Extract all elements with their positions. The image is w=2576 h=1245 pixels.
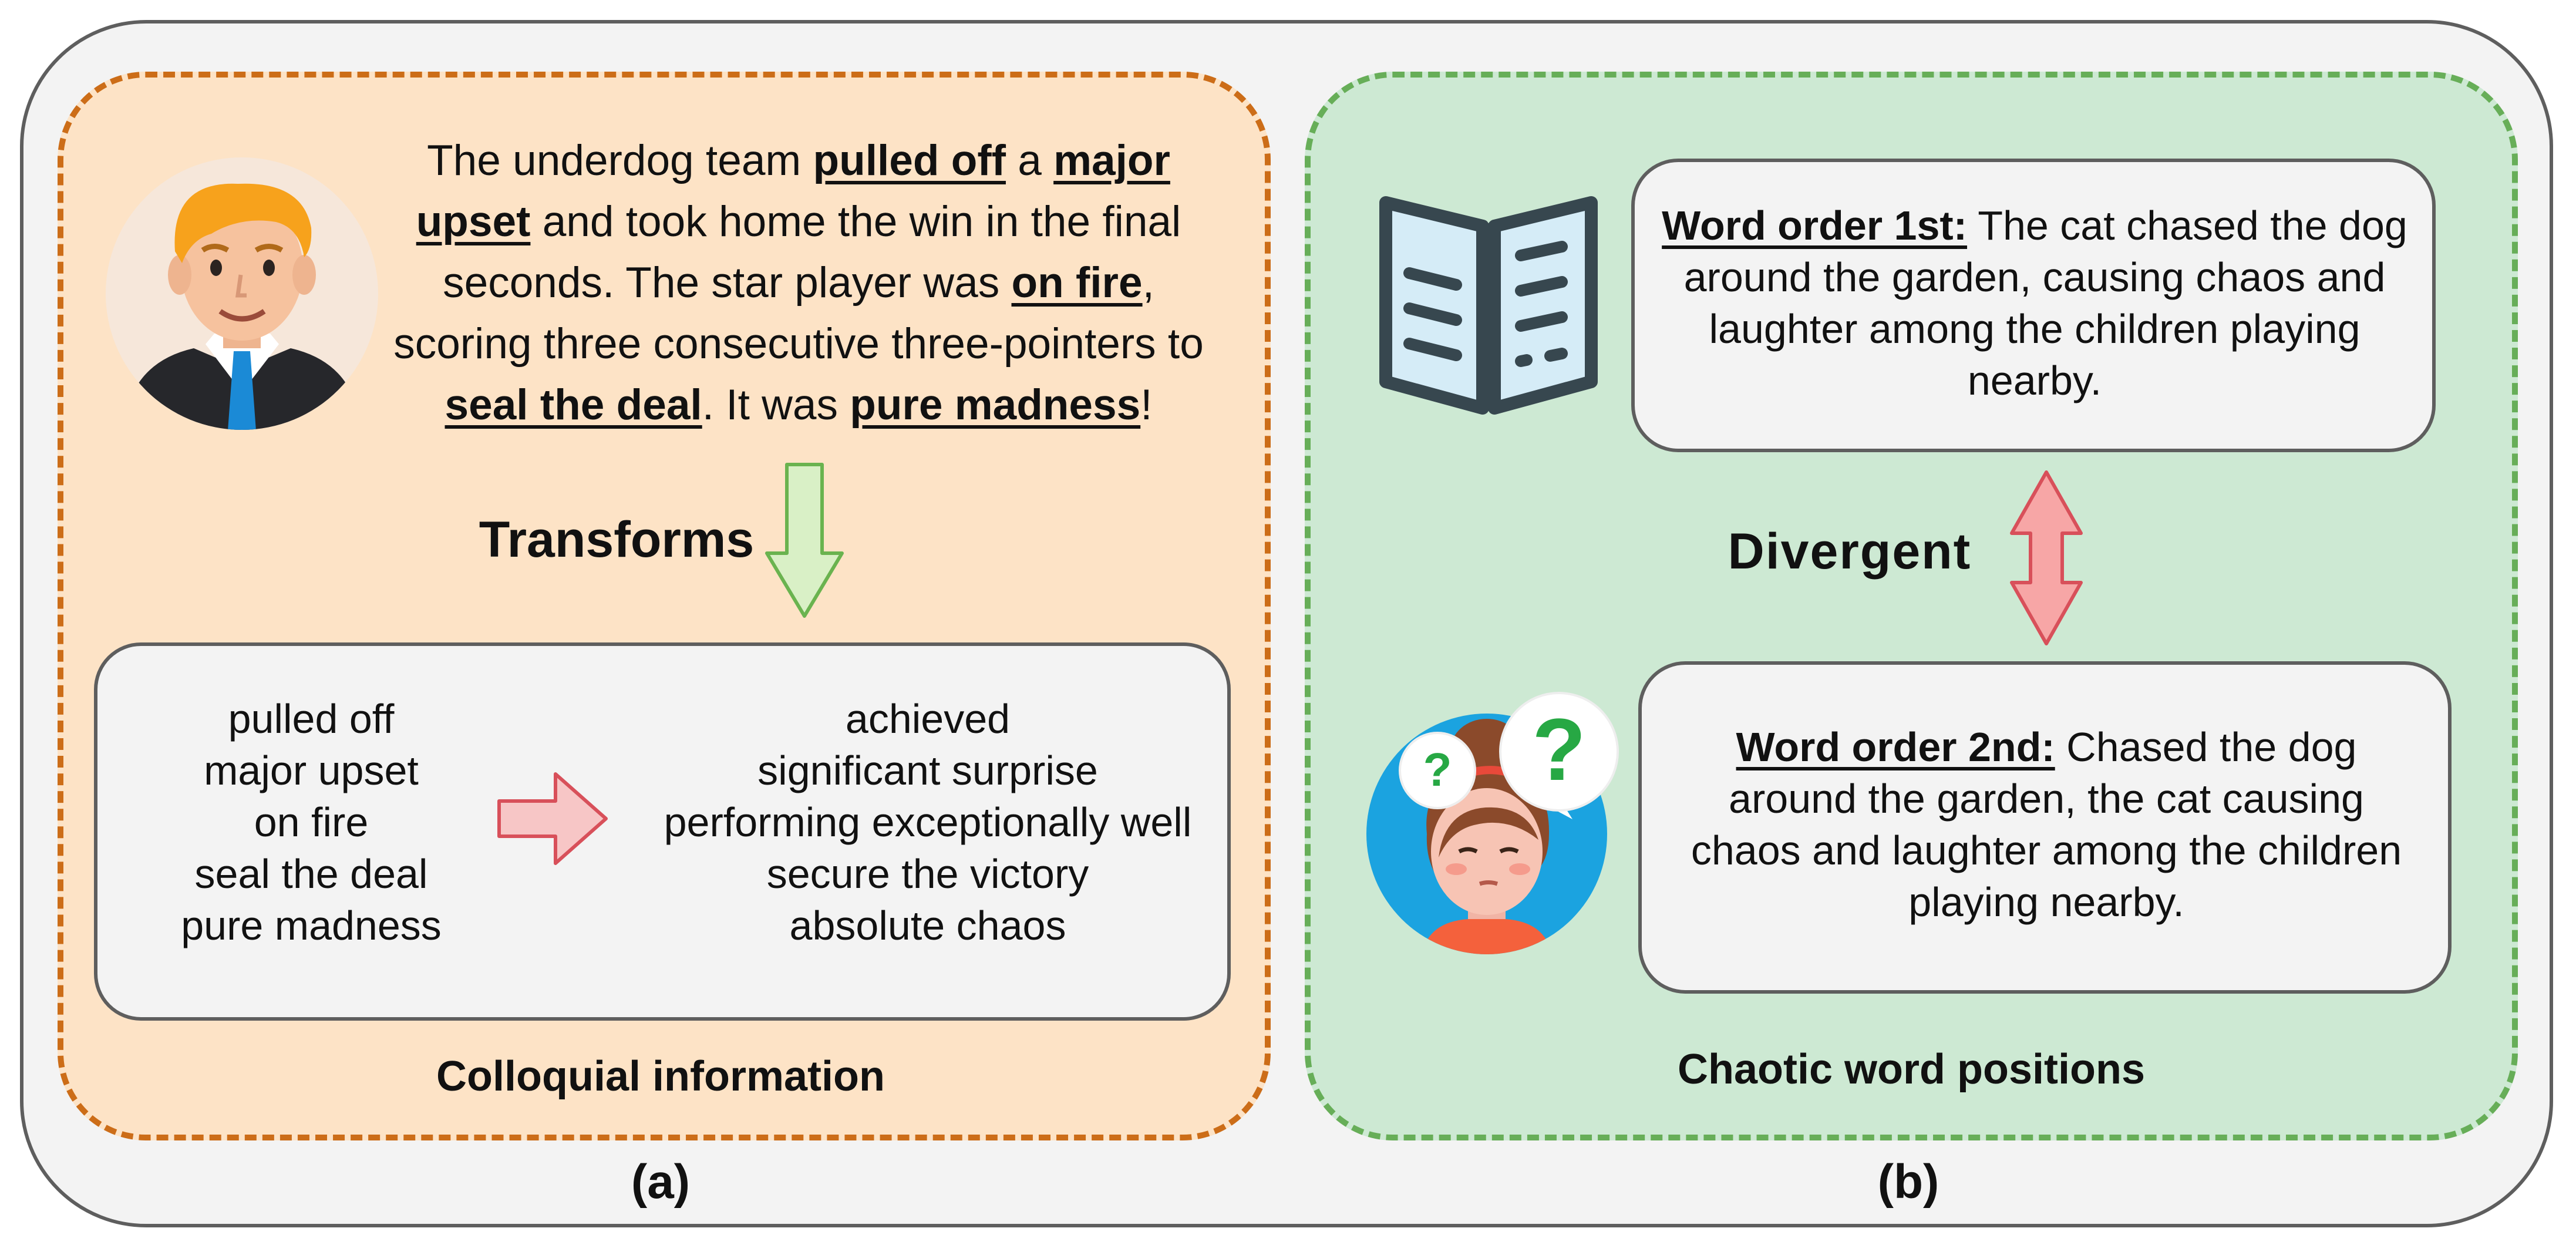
list-item: major upset xyxy=(204,748,419,793)
formal-list: achieved significant surprise performing… xyxy=(634,693,1221,951)
word-order-1-heading: Word order 1st: xyxy=(1662,203,1968,248)
caption-colloquial: Colloquial information xyxy=(436,1053,885,1100)
paragraph-text: and took home the win in the final secon… xyxy=(443,198,1181,307)
word-order-2-sentence: Chased the dog around the garden, the ca… xyxy=(1691,724,2402,925)
question-mark-small: ? xyxy=(1423,743,1452,796)
colloquial-phrase: seal the deal xyxy=(445,381,702,429)
list-item: secure the victory xyxy=(766,851,1089,897)
list-item: seal the deal xyxy=(194,851,428,897)
colloquial-phrase: on fire xyxy=(1011,259,1143,307)
word-order-1-text: Word order 1st: The cat chased the dog a… xyxy=(1662,200,2407,406)
list-item: pure madness xyxy=(181,903,442,948)
paragraph-text: . It was xyxy=(702,381,850,429)
list-item: on fire xyxy=(254,799,369,845)
word-order-1-sentence: The cat chased the dog around the garden… xyxy=(1683,203,2407,403)
paragraph-text: , scoring three consecutive three-pointe… xyxy=(393,259,1204,368)
transform-card xyxy=(94,642,1231,1021)
word-order-2-card xyxy=(1638,661,2452,994)
question-mark-big: ? xyxy=(1532,700,1586,799)
word-order-2-heading: Word order 2nd: xyxy=(1736,724,2055,770)
word-order-2-text: Word order 2nd: Chased the dog around th… xyxy=(1673,721,2419,928)
businessman-avatar-icon xyxy=(106,157,378,430)
double-arrow-icon xyxy=(2010,470,2083,645)
colloquial-list: pulled off major upset on fire seal the … xyxy=(135,693,487,951)
caption-chaotic: Chaotic word positions xyxy=(1677,1046,2145,1093)
panel-label-a: (a) xyxy=(631,1155,691,1209)
paragraph-text: The underdog team xyxy=(427,137,813,184)
right-arrow-icon xyxy=(497,772,608,865)
confused-girl-avatar-icon: ? ? xyxy=(1366,692,1619,954)
down-arrow-icon xyxy=(765,463,844,618)
panel-label-b: (b) xyxy=(1877,1155,1939,1209)
open-book-icon xyxy=(1379,196,1598,415)
list-item: performing exceptionally well xyxy=(664,799,1192,845)
colloquial-phrase: pulled off xyxy=(813,137,1006,184)
transforms-label: Transforms xyxy=(479,512,755,568)
list-item: absolute chaos xyxy=(789,903,1066,948)
colloquial-phrase: pure madness xyxy=(850,381,1141,429)
word-order-1-card xyxy=(1631,159,2436,452)
paragraph-text: ! xyxy=(1140,381,1153,429)
list-item: pulled off xyxy=(228,696,395,742)
paragraph-text: a xyxy=(1005,137,1054,184)
example-paragraph: The underdog team pulled off a major ups… xyxy=(376,130,1221,436)
colloquial-phrase: major upset xyxy=(416,137,1170,245)
list-item: significant surprise xyxy=(757,748,1098,793)
list-item: achieved xyxy=(845,696,1011,742)
divergent-label: Divergent xyxy=(1728,523,1972,580)
